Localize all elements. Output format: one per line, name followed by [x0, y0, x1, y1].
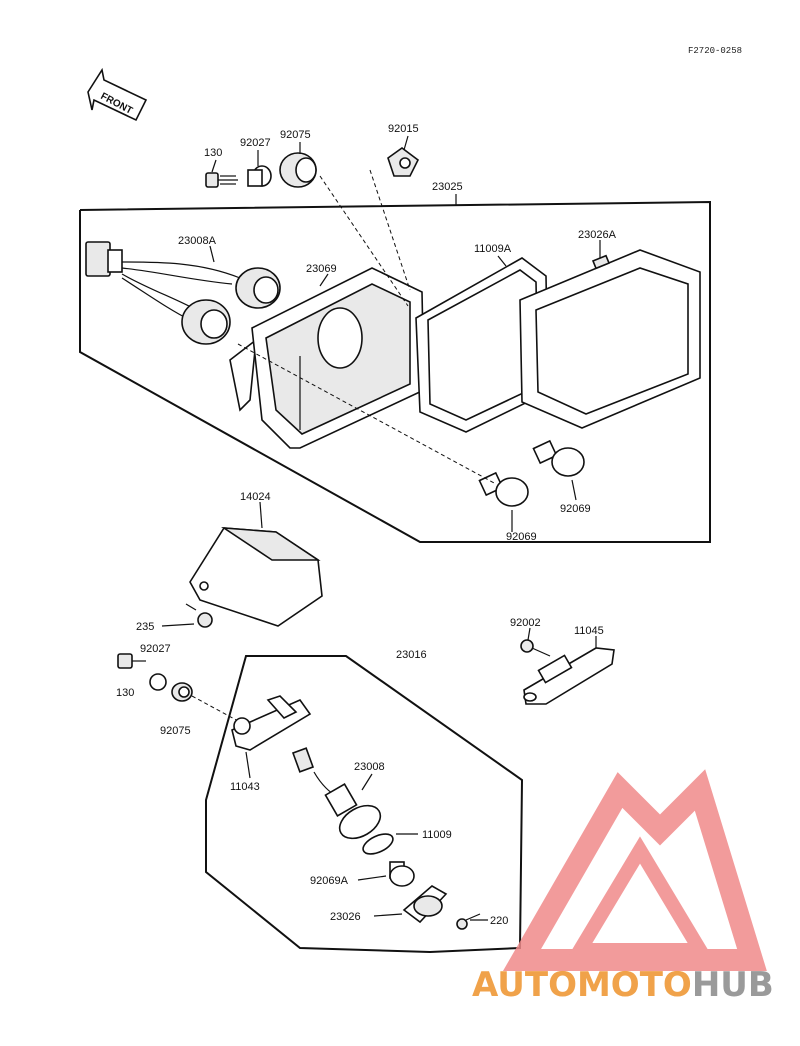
label-11043: 11043	[230, 781, 260, 793]
bolt-130-top	[205, 172, 238, 188]
label-23026: 23026	[330, 911, 361, 923]
label-23008: 23008	[354, 761, 385, 773]
lens-23026A	[519, 249, 701, 429]
label-92027-top: 92027	[240, 137, 271, 149]
gasket-11009	[362, 833, 394, 855]
label-130-top: 130	[204, 147, 222, 159]
label-11045: 11045	[574, 625, 604, 637]
label-23016: 23016	[396, 649, 427, 661]
label-14024: 14024	[240, 491, 271, 503]
label-92069-b: 92069	[560, 503, 591, 515]
label-23008A: 23008A	[178, 235, 217, 247]
screw-235	[185, 603, 213, 628]
label-92069A: 92069A	[310, 875, 349, 887]
cover-14024	[189, 526, 323, 627]
watermark-part1: AUTOMOTO	[472, 965, 692, 1005]
collar-92027-bottom	[149, 673, 167, 691]
bracket-11045	[523, 647, 615, 705]
assembly-frame-23016	[205, 655, 524, 954]
collar-92027-top	[247, 165, 272, 187]
label-92015: 92015	[388, 123, 419, 135]
watermark-part2: HUB	[692, 965, 774, 1005]
bulb-92069-b	[532, 439, 585, 477]
lens-23026	[402, 885, 448, 924]
socket-23008	[291, 747, 382, 840]
label-11009A: 11009A	[474, 243, 512, 255]
label-11009: 11009	[422, 829, 452, 841]
bracket-11043	[231, 695, 312, 751]
wiring-harness-23008A	[85, 241, 281, 345]
bolt-130-bottom	[117, 653, 146, 669]
nut-92015	[387, 147, 420, 177]
label-23026A: 23026A	[578, 229, 617, 241]
label-92002: 92002	[510, 617, 541, 629]
label-92075-bottom: 92075	[160, 725, 191, 737]
label-235: 235	[136, 621, 154, 633]
bulb-92069-a	[478, 471, 529, 507]
screw-220	[456, 913, 481, 930]
figure-code: F2720-0258	[688, 46, 742, 56]
watermark-text: AUTOMOTOHUB	[472, 965, 774, 1005]
label-23025: 23025	[432, 181, 463, 193]
assembly-frame-23025	[79, 200, 711, 543]
label-130-bottom: 130	[116, 687, 134, 699]
front-arrow-icon: FRONT	[87, 67, 148, 122]
label-23069: 23069	[306, 263, 337, 275]
label-92027-bottom: 92027	[140, 643, 171, 655]
grommet-92075-bottom	[171, 682, 193, 702]
bulb-92069A	[389, 861, 415, 887]
lamp-housing-23069	[229, 267, 425, 449]
gasket-11009A	[415, 257, 549, 433]
grommet-92075-top	[279, 152, 317, 188]
label-220: 220	[490, 915, 508, 927]
label-92069-a: 92069	[506, 531, 537, 543]
label-92075-top: 92075	[280, 129, 311, 141]
bolt-92002	[520, 639, 551, 657]
watermark-logo	[502, 769, 767, 971]
